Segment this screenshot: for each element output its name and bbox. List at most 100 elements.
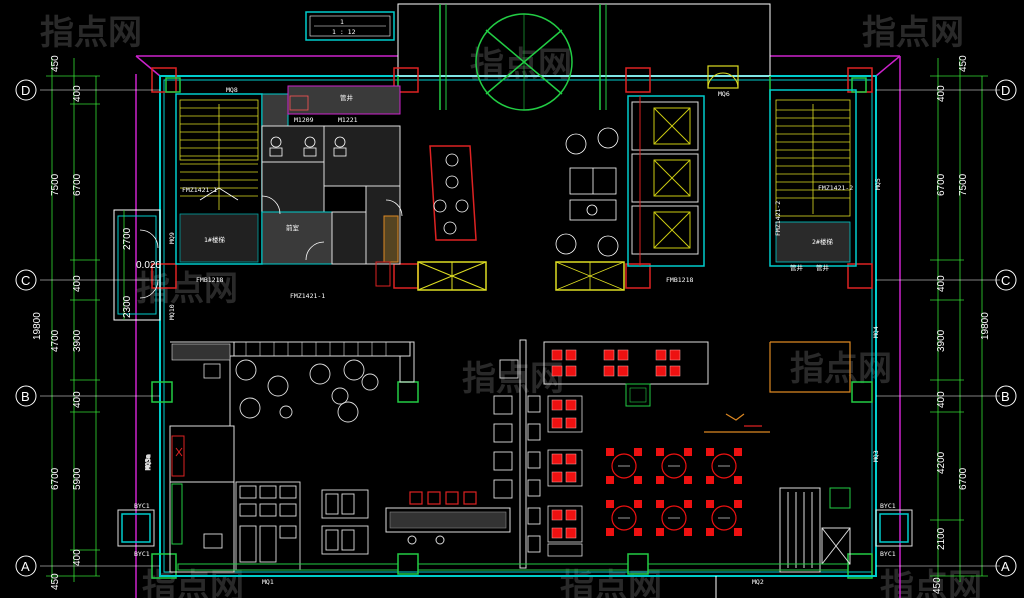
columns	[151, 67, 873, 579]
room-label: 管井	[790, 263, 804, 272]
dim-value: 4200	[936, 451, 947, 474]
dim-value: 19800	[32, 312, 43, 340]
restrooms: M1209 M1221 MQ8 管井 前室	[226, 85, 403, 287]
bottom-windows: MQ1 MQ2	[160, 563, 876, 598]
dim-value: 400	[72, 391, 83, 408]
dim-value: 400	[72, 549, 83, 566]
dim-value: 450	[932, 577, 943, 594]
dim-value: 7500	[958, 173, 969, 196]
door-tag: MQ3	[872, 450, 880, 462]
door-tag: MQ4	[872, 326, 880, 338]
dimension-lines-right	[876, 58, 1000, 582]
dim-value: 400	[936, 85, 947, 102]
dim-value: 2300	[122, 295, 133, 318]
dim-value: 3900	[72, 329, 83, 352]
stair-2-label: 2#楼梯	[812, 237, 833, 246]
building-outline	[135, 55, 901, 598]
dim-value: 2100	[936, 527, 947, 550]
door-tag: MQ5	[874, 178, 882, 190]
dim-value: 5900	[72, 467, 83, 490]
drawing-title-tag: 1 1 : 12	[305, 11, 395, 41]
dim-value: 400	[936, 275, 947, 292]
title-tag-number: 1	[340, 18, 344, 26]
door-tag: FMZ1421-2	[818, 184, 853, 192]
dining-right	[543, 341, 709, 557]
dim-value: 400	[936, 391, 947, 408]
window-tag: BYC1	[880, 550, 896, 558]
dim-value: 6700	[936, 173, 947, 196]
axis-bubble: C	[995, 269, 1017, 291]
dim-value: 6700	[50, 467, 61, 490]
service-counter-right	[704, 341, 851, 433]
side-entry-left: MQ9 MQ10 FMB1218 FMZ1421-1	[113, 209, 325, 321]
door-tag: FMB1218	[196, 276, 223, 284]
dim-value: 0.020	[136, 260, 161, 271]
dining-booths-left	[203, 481, 369, 571]
dim-value: 3900	[936, 329, 947, 352]
axis-bubble: D	[995, 79, 1017, 101]
door-tag: FMZ1421-2	[774, 201, 782, 236]
dim-value: 2700	[122, 227, 133, 250]
axis-bubble: D	[15, 79, 37, 101]
door-tag: MQ10	[168, 304, 176, 320]
dim-value: 6700	[958, 467, 969, 490]
axis-label: B	[21, 389, 30, 404]
dim-value: 450	[958, 55, 969, 72]
right-wall-tags: MQ4 MQ3	[872, 326, 880, 462]
bar-counter	[417, 145, 487, 291]
room-label: 前室	[286, 223, 300, 232]
service-strip-left: MQ3a	[144, 425, 235, 573]
central-partition	[493, 339, 541, 569]
room-label: 管井	[340, 93, 354, 102]
watermarks: 指点网 指点网 指点网 指点网 指点网 指点网 指点网 指点网 指点网	[40, 13, 982, 598]
dim-value: 4700	[50, 329, 61, 352]
window-tag: BYC1	[134, 550, 150, 558]
byc1-windows: BYC1 BYC1 BYC1 BYC1	[117, 502, 913, 558]
axis-bubble: B	[15, 385, 37, 407]
dim-value: 400	[72, 85, 83, 102]
watermark-text: 指点网	[462, 359, 564, 399]
entrance-vestibule	[397, 3, 771, 111]
window-tag: BYC1	[880, 502, 896, 510]
dim-value: 450	[50, 573, 61, 590]
door-tag: M1209	[294, 116, 314, 124]
stair-2: 2#楼梯 FMZ1421-2 管井 管井 FMZ1421-2 MQ5	[769, 89, 882, 272]
axis-label: D	[21, 83, 30, 98]
axis-label: B	[1001, 389, 1010, 404]
door-tag: MQ6	[718, 90, 730, 98]
watermark-text: 指点网	[862, 13, 964, 53]
dim-value: 6700	[72, 173, 83, 196]
round-tables	[606, 448, 742, 536]
axis-bubble: C	[15, 269, 37, 291]
axis-label: C	[21, 273, 30, 288]
watermark-text: 指点网	[880, 567, 982, 598]
title-tag-scale: 1 : 12	[332, 28, 356, 36]
dimension-text-left: 450 7500 19800 4700 6700 450 400 6700 40…	[32, 55, 161, 590]
axis-bubble: B	[995, 385, 1017, 407]
axis-label: A	[1001, 559, 1010, 574]
elevator-shafts: FMB1218 MQ6	[627, 90, 730, 284]
axis-bubble: A	[995, 555, 1017, 577]
watermark-text: 指点网	[136, 269, 238, 309]
stair-1-label: 1#楼梯	[204, 235, 225, 244]
door-tag: M1221	[338, 116, 358, 124]
door-tag: MQ8	[226, 86, 238, 94]
kitchen-bar	[385, 491, 511, 545]
axis-label: D	[1001, 83, 1010, 98]
room-label: 管井	[816, 263, 830, 272]
axis-bubble: A	[15, 555, 37, 577]
dimension-text-right: 450 7500 19800 6700 450 400 6700 400 390…	[932, 55, 991, 594]
door-tag: FMZ1421-1	[182, 186, 217, 194]
dim-value: 450	[50, 55, 61, 72]
lounge-area-left	[170, 341, 415, 427]
dim-value: 7500	[50, 173, 61, 196]
axis-label: A	[21, 559, 30, 574]
grid-axis-markers: D C B A D C B A	[15, 79, 1017, 577]
door-tag: FMB1218	[666, 276, 693, 284]
axis-label: C	[1001, 273, 1010, 288]
door-tag: MQ2	[752, 578, 764, 586]
dim-value: 400	[72, 275, 83, 292]
storage-right	[779, 487, 851, 573]
dim-value: 19800	[980, 312, 991, 340]
